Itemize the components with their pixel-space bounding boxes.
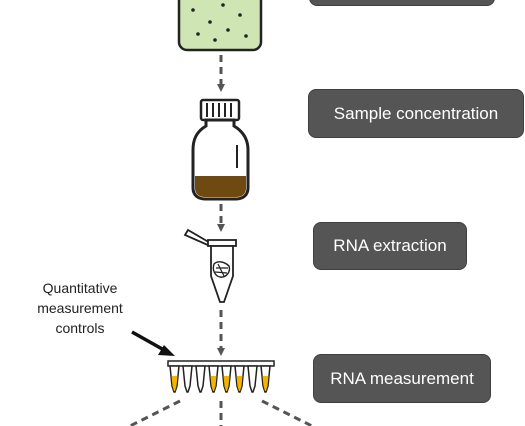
controls-annotation: Quantitative measurement controls — [18, 278, 142, 338]
controls-pointer-arrow — [131, 330, 175, 356]
annotation-line-2: measurement — [37, 300, 123, 316]
water-sample-icon — [177, 0, 263, 52]
output-arrows — [126, 399, 316, 426]
pcr-strip-icon — [167, 360, 275, 393]
annotation-line-1: Quantitative — [42, 280, 118, 296]
step-box-sample-collection — [309, 0, 495, 6]
annotation-line-3: controls — [55, 320, 105, 336]
microtube-icon — [183, 228, 237, 303]
step-box-sample-concentration: Sample concentration — [308, 89, 524, 138]
step-box-rna-extraction: RNA extraction — [313, 222, 467, 270]
bottle-icon — [191, 98, 250, 201]
step-box-rna-measurement: RNA measurement — [313, 354, 491, 403]
